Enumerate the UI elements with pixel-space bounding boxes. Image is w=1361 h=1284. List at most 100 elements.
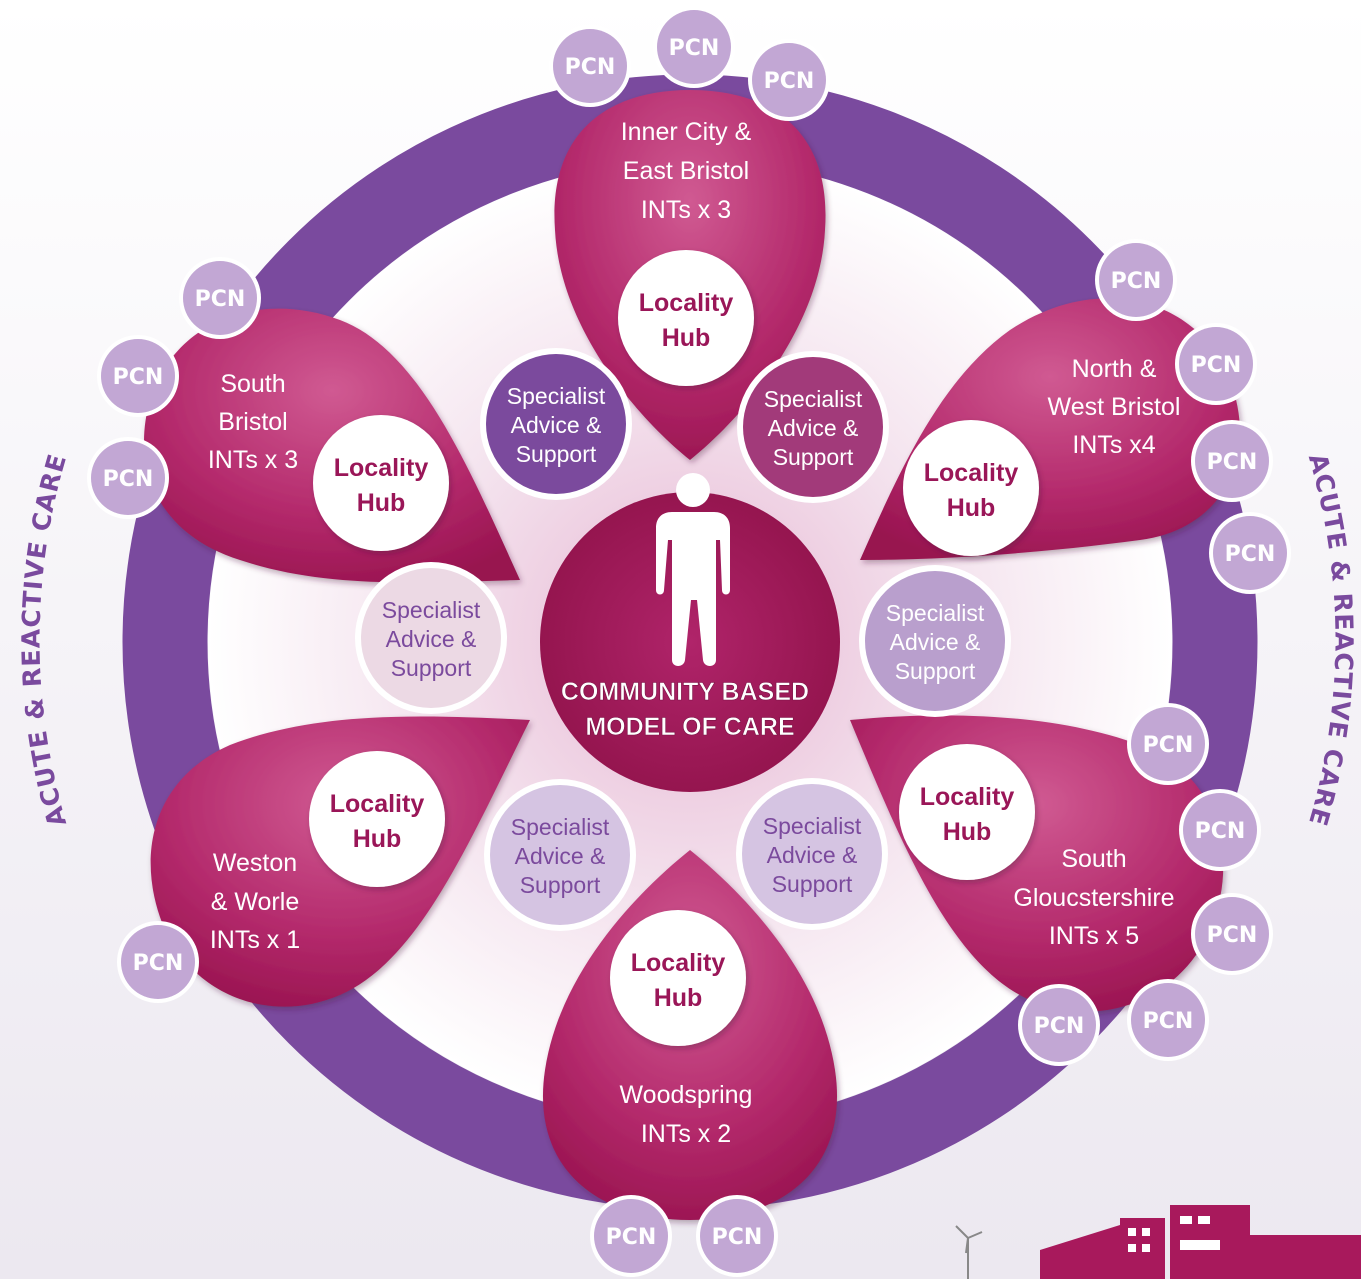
petal-south-glos-line1: South (1061, 845, 1126, 873)
petal-inner-city-line3: INTs x 3 (641, 196, 731, 224)
specialist-label-line2: Advice & (511, 412, 602, 438)
pcn-bubble: PCN (87, 437, 169, 519)
pcn-label: PCN (1191, 353, 1242, 378)
pcn-bubble: PCN (1191, 893, 1273, 975)
specialist-label-line3: Support (772, 871, 853, 897)
petal-weston-line1: Weston (213, 849, 297, 877)
specialist-label-line3: Support (516, 441, 597, 467)
hub-label-line2: Hub (947, 494, 996, 522)
pcn-label: PCN (712, 1225, 763, 1250)
pcn-label: PCN (1143, 733, 1194, 758)
pcn-label: PCN (606, 1225, 657, 1250)
specialist-label-line2: Advice & (890, 629, 981, 655)
specialist-label-line2: Advice & (767, 842, 858, 868)
petal-south-bristol-line1: South (220, 370, 285, 398)
pcn-bubble: PCN (696, 1195, 778, 1277)
petal-weston-line2: & Worle (211, 888, 299, 916)
petal-north-west-line2: West Bristol (1048, 393, 1181, 421)
specialist-label-line3: Support (391, 655, 472, 681)
pcn-bubble: PCN (1127, 703, 1209, 785)
hub-label-line2: Hub (353, 825, 402, 853)
petal-south-glos-line3: INTs x 5 (1049, 922, 1139, 950)
pcn-label: PCN (195, 287, 246, 312)
petal-woodspring-line2: INTs x 2 (641, 1120, 731, 1148)
center-title-line2: MODEL OF CARE (585, 713, 794, 741)
petal-woodspring-line1: Woodspring (620, 1081, 753, 1109)
pcn-label: PCN (565, 55, 616, 80)
pcn-bubble: PCN (179, 257, 261, 339)
petal-north-west-line1: North & (1072, 355, 1157, 383)
pcn-bubble: PCN (1179, 789, 1261, 871)
city-illustration (955, 1205, 1361, 1279)
hub-label-line2: Hub (943, 818, 992, 846)
hub-label-line1: Locality (639, 289, 734, 317)
pcn-label: PCN (1143, 1009, 1194, 1034)
pcn-label: PCN (764, 69, 815, 94)
specialist-label-line2: Advice & (386, 626, 477, 652)
pcn-bubble: PCN (1191, 420, 1273, 502)
specialist-label-line3: Support (895, 658, 976, 684)
specialist-label-line1: Specialist (507, 383, 606, 409)
pcn-label: PCN (1207, 450, 1258, 475)
pcn-label: PCN (113, 365, 164, 390)
petal-weston-line3: INTs x 1 (210, 926, 300, 954)
specialist-label-line1: Specialist (763, 813, 862, 839)
petal-inner-city-line2: East Bristol (623, 157, 749, 185)
pcn-bubble: PCN (1127, 979, 1209, 1061)
specialist-label-line1: Specialist (382, 597, 481, 623)
center-circle (540, 492, 840, 792)
specialist-label-line2: Advice & (768, 415, 859, 441)
pcn-label: PCN (1034, 1014, 1085, 1039)
pcn-label: PCN (103, 467, 154, 492)
pcn-label: PCN (1207, 923, 1258, 948)
hub-label-line2: Hub (357, 489, 406, 517)
hub-label-line2: Hub (654, 984, 703, 1012)
specialist-label-line3: Support (520, 872, 601, 898)
pcn-bubble: PCN (117, 921, 199, 1003)
hub-label-line1: Locality (631, 949, 726, 977)
hub-label-line1: Locality (330, 790, 425, 818)
pcn-bubble: PCN (1018, 984, 1100, 1066)
hub-label-line1: Locality (920, 783, 1015, 811)
pcn-label: PCN (1225, 542, 1276, 567)
petal-north-west-line3: INTs x4 (1072, 431, 1155, 459)
pcn-label: PCN (1111, 269, 1162, 294)
pcn-bubble: PCN (1209, 512, 1291, 594)
petal-south-bristol-line3: INTs x 3 (208, 446, 298, 474)
specialist-label-line2: Advice & (515, 843, 606, 869)
specialist-label-line1: Specialist (886, 600, 985, 626)
hub-label-line1: Locality (924, 459, 1019, 487)
petal-inner-city-line1: Inner City & (621, 118, 752, 146)
pcn-bubble: PCN (1175, 323, 1257, 405)
pcn-bubble: PCN (97, 335, 179, 417)
center-title-line1: COMMUNITY BASED (561, 678, 809, 706)
petal-south-glos-line2: Gloucstershire (1013, 884, 1174, 912)
petal-south-bristol-line2: Bristol (218, 408, 287, 436)
specialist-label-line3: Support (773, 444, 854, 470)
pcn-bubble: PCN (1095, 239, 1177, 321)
specialist-label-line1: Specialist (764, 386, 863, 412)
pcn-bubble: PCN (590, 1195, 672, 1277)
pcn-label: PCN (1195, 819, 1246, 844)
pcn-label: PCN (133, 951, 184, 976)
specialist-label-line1: Specialist (511, 814, 610, 840)
pcn-label: PCN (669, 36, 720, 61)
pcn-bubble: PCN (653, 6, 735, 88)
pcn-bubble: PCN (549, 25, 631, 107)
person-icon (656, 473, 730, 666)
hub-label-line2: Hub (662, 324, 711, 352)
hub-label-line1: Locality (334, 454, 429, 482)
